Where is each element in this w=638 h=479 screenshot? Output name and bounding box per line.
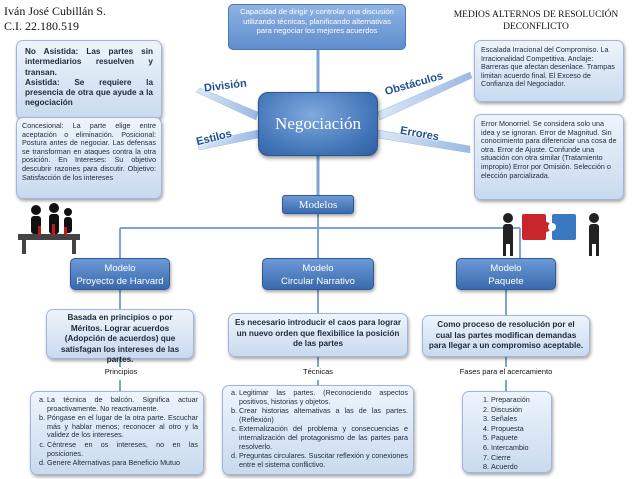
center-node: Negociación xyxy=(258,92,378,156)
paquete-description: Como proceso de resolución por el cual l… xyxy=(422,315,590,357)
circular-title-line2: Circular Narrativo xyxy=(281,276,355,287)
list-item: Póngase en el lugar de la otra parte. Es… xyxy=(47,413,198,440)
definition-box: Capacidad de dirigir y controlar una dis… xyxy=(228,4,406,50)
obstaculos-box: Escalada Irracional del Compromiso. La I… xyxy=(474,40,624,102)
list-item: Paquete xyxy=(491,434,547,443)
modelos-node: Modelos xyxy=(282,195,354,214)
harvard-description-text: Basada en principios o por Méritos. Logr… xyxy=(60,313,180,365)
list-item: Externalización del problema y consecuen… xyxy=(239,425,408,451)
division-text-2: Asistida: Se requiere la presencia de ot… xyxy=(25,77,153,108)
division-text-1: No Asistida: Las partes sin intermediari… xyxy=(25,47,153,77)
estilos-box: Concesional: La parte elige entre acepta… xyxy=(16,117,162,199)
author-name: Iván José Cubillán S. xyxy=(4,4,106,18)
circular-list: Legitimar las partes. (Reconociendo aspe… xyxy=(225,388,408,469)
paquete-description-text: Como proceso de resolución por el cual l… xyxy=(428,320,584,351)
harvard-title-line2: Proyecto de Harvard xyxy=(76,276,164,287)
modelos-label: Modelos xyxy=(298,199,338,211)
errores-text: Error Monorriel. Se considera solo una i… xyxy=(481,119,617,180)
paquete-sub-label: Fases para el acercamiento xyxy=(454,367,558,376)
list-item: La técnica de balcón. Significa actuar p… xyxy=(47,395,198,413)
connector-obstaculos xyxy=(377,71,473,121)
list-item: Acuerdo xyxy=(491,463,547,472)
harvard-sub-label: Principios xyxy=(96,367,146,376)
harvard-description: Basada en principios o por Méritos. Logr… xyxy=(46,309,194,364)
list-item: Preparación xyxy=(491,395,547,405)
list-item: Propuesta xyxy=(491,424,547,434)
model-paquete-header: Modelo Paquete xyxy=(456,258,556,290)
list-item: Preguntas circulares. Suscitar reflexión… xyxy=(239,451,408,469)
author-id: C.I. 22.180.519 xyxy=(4,19,79,33)
errores-box: Error Monorriel. Se considera solo una i… xyxy=(474,114,624,200)
paquete-title-line1: Modelo xyxy=(490,263,522,274)
list-item: Señales xyxy=(491,415,547,424)
list-item: Céntrese en os intereses, no en las posi… xyxy=(47,440,198,458)
harvard-list-box: La técnica de balcón. Significa actuar p… xyxy=(30,391,204,475)
list-item: Cierre xyxy=(491,453,547,463)
author-block: Iván José Cubillán S. C.I. 22.180.519 xyxy=(4,4,106,34)
estilos-text: Concesional: La parte elige entre acepta… xyxy=(22,121,156,182)
list-item: Intercambio xyxy=(491,443,547,453)
paquete-title-line2: Paquete xyxy=(488,276,524,287)
list-item: Discusión xyxy=(491,405,547,415)
definition-text: Capacidad de dirigir y controlar una dis… xyxy=(240,7,394,36)
center-title: Negociación xyxy=(275,114,361,133)
connector-division xyxy=(195,87,259,121)
list-item: Legitimar las partes. (Reconociendo aspe… xyxy=(239,388,408,406)
circular-sub-label: Técnicas xyxy=(296,367,340,376)
list-item: Crear historias alternativas a las de la… xyxy=(239,406,408,424)
circular-description: Es necesario introducir el caos para log… xyxy=(228,313,408,357)
division-box: No Asistida: Las partes sin intermediari… xyxy=(16,40,162,120)
connector-errores xyxy=(377,129,471,154)
puzzle-people-icon xyxy=(503,213,599,256)
model-harvard-header: Modelo Proyecto de Harvard xyxy=(70,258,170,290)
list-item: Genere Alternativas para Beneficio Mutuo xyxy=(47,459,198,468)
paquete-list-box: Preparación Discusión Señales Propuesta … xyxy=(462,391,552,473)
header-title: MEDIOS ALTERNOS DE RESOLUCIÓN DECONFLICT… xyxy=(453,10,619,32)
people-meeting-icon xyxy=(18,203,80,254)
circular-title-line1: Modelo xyxy=(302,263,334,274)
obstaculos-text: Escalada Irracional del Compromiso. La I… xyxy=(481,45,615,89)
paquete-list: Preparación Discusión Señales Propuesta … xyxy=(477,395,547,472)
harvard-list: La técnica de balcón. Significa actuar p… xyxy=(33,395,198,468)
harvard-title-line1: Modelo xyxy=(104,263,136,274)
circular-list-box: Legitimar las partes. (Reconociendo aspe… xyxy=(222,385,414,475)
model-circular-header: Modelo Circular Narrativo xyxy=(262,258,374,290)
circular-description-text: Es necesario introducir el caos para log… xyxy=(234,318,402,349)
